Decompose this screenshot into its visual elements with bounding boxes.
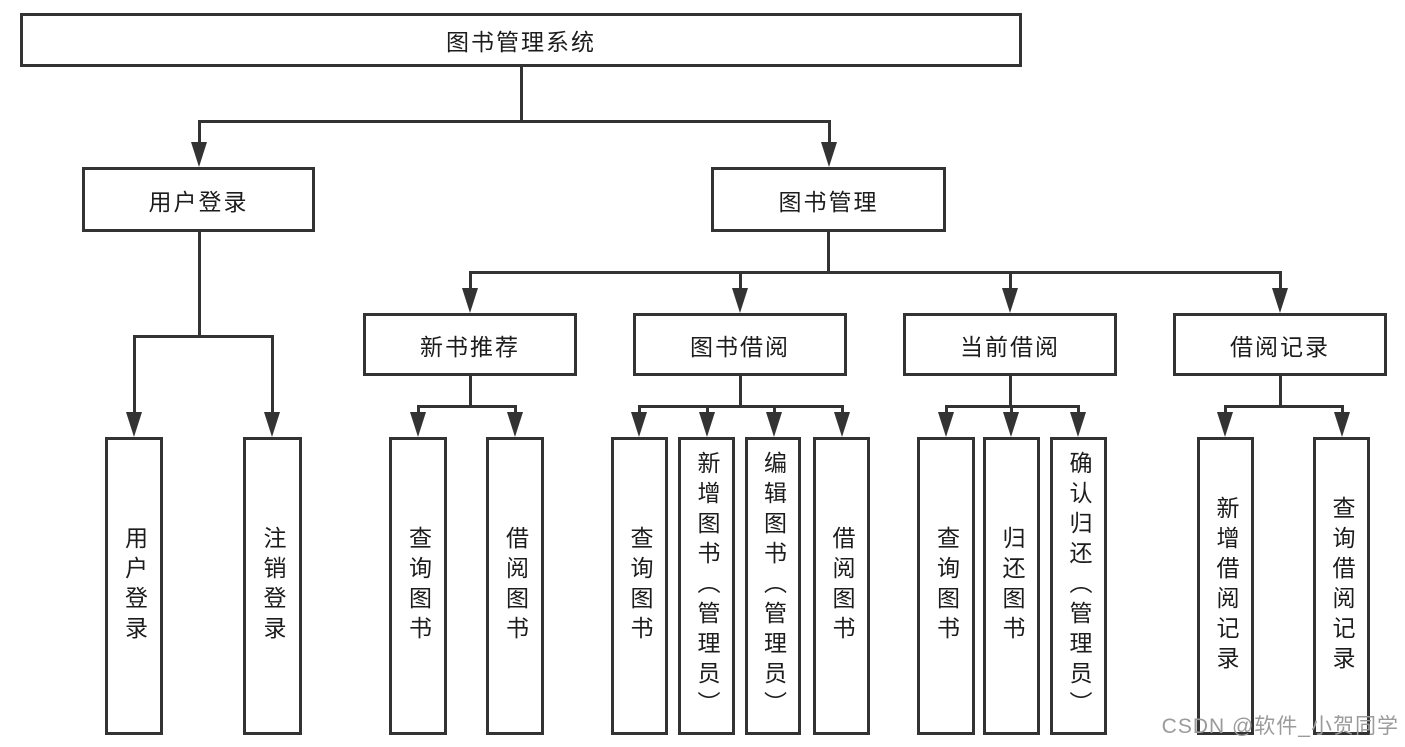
arrowhead-down-icon [126, 412, 142, 437]
connector-line-v [706, 405, 709, 412]
connector-line-v [1279, 376, 1282, 405]
connector-line-v [773, 405, 776, 412]
arrowhead-down-icon [631, 412, 647, 437]
connector-line-v [271, 335, 274, 412]
arrowhead-down-icon [1272, 288, 1288, 313]
arrowhead-down-icon [766, 412, 782, 437]
leaf-user-login: 用户登录 [105, 437, 163, 735]
connector-line-v [1279, 271, 1282, 288]
leaf-return-book: 归还图书 [983, 437, 1040, 735]
leaf-query-books-current: 查询图书 [917, 437, 975, 735]
connector-line-h [198, 120, 831, 123]
leaf-query-books-borrowing: 查询图书 [611, 437, 668, 735]
connector-line-v [1341, 405, 1344, 412]
leaf-add-borrow-record: 新增借阅记录 [1197, 437, 1254, 735]
node-new-book-recommend: 新书推荐 [363, 313, 577, 376]
node-book-borrowing: 图书借阅 [633, 313, 847, 376]
connector-line-v [1077, 405, 1080, 412]
leaf-query-books-recommend: 查询图书 [389, 437, 447, 735]
connector-line-v [1224, 405, 1227, 412]
connector-line-v [945, 405, 948, 412]
arrowhead-down-icon [821, 142, 837, 167]
node-borrowing-records: 借阅记录 [1173, 313, 1387, 376]
leaf-edit-book-admin: 编辑图书（管理员） [745, 437, 801, 735]
arrowhead-down-icon [264, 412, 280, 437]
connector-line-v [514, 405, 517, 412]
node-book-management: 图书管理 [711, 167, 946, 232]
arrowhead-down-icon [1003, 412, 1019, 437]
arrowhead-down-icon [1002, 288, 1018, 313]
arrowhead-down-icon [191, 142, 207, 167]
connector-line-v [739, 271, 742, 288]
connector-line-v [520, 67, 523, 120]
connector-line-h [133, 335, 274, 338]
connector-line-v [469, 271, 472, 288]
connector-line-v [828, 120, 831, 143]
node-current-borrowing: 当前借阅 [903, 313, 1117, 376]
arrowhead-down-icon [834, 412, 850, 437]
connector-line-v [1009, 271, 1012, 288]
connector-line-h [638, 405, 844, 408]
node-user-login: 用户登录 [82, 167, 315, 232]
arrowhead-down-icon [410, 412, 426, 437]
arrowhead-down-icon [1217, 412, 1233, 437]
connector-line-h [1224, 405, 1344, 408]
connector-line-v [1009, 376, 1012, 405]
leaf-confirm-return-admin: 确认归还（管理员） [1050, 437, 1107, 735]
connector-line-v [1010, 405, 1013, 412]
arrowhead-down-icon [462, 288, 478, 313]
connector-line-h [469, 271, 1282, 274]
arrowhead-down-icon [1070, 412, 1086, 437]
connector-line-v [739, 376, 742, 405]
connector-line-v [417, 405, 420, 412]
arrowhead-down-icon [732, 288, 748, 313]
leaf-logout: 注销登录 [243, 437, 302, 735]
arrowhead-down-icon [699, 412, 715, 437]
leaf-borrow-books-recommend: 借阅图书 [486, 437, 544, 735]
node-library-management-system: 图书管理系统 [20, 13, 1022, 67]
connector-line-v [198, 120, 201, 143]
connector-line-v [133, 335, 136, 412]
leaf-query-borrow-record: 查询借阅记录 [1313, 437, 1370, 735]
connector-line-v [198, 232, 201, 335]
arrowhead-down-icon [938, 412, 954, 437]
leaf-add-book-admin: 新增图书（管理员） [678, 437, 735, 735]
connector-line-v [638, 405, 641, 412]
watermark: CSDN @软件_小贺同学 [1161, 715, 1399, 738]
arrowhead-down-icon [1334, 412, 1350, 437]
arrowhead-down-icon [507, 412, 523, 437]
connector-line-v [827, 232, 830, 271]
connector-line-h [417, 405, 517, 408]
leaf-borrow-books-borrowing: 借阅图书 [813, 437, 870, 735]
connector-line-v [469, 376, 472, 405]
connector-line-v [841, 405, 844, 412]
